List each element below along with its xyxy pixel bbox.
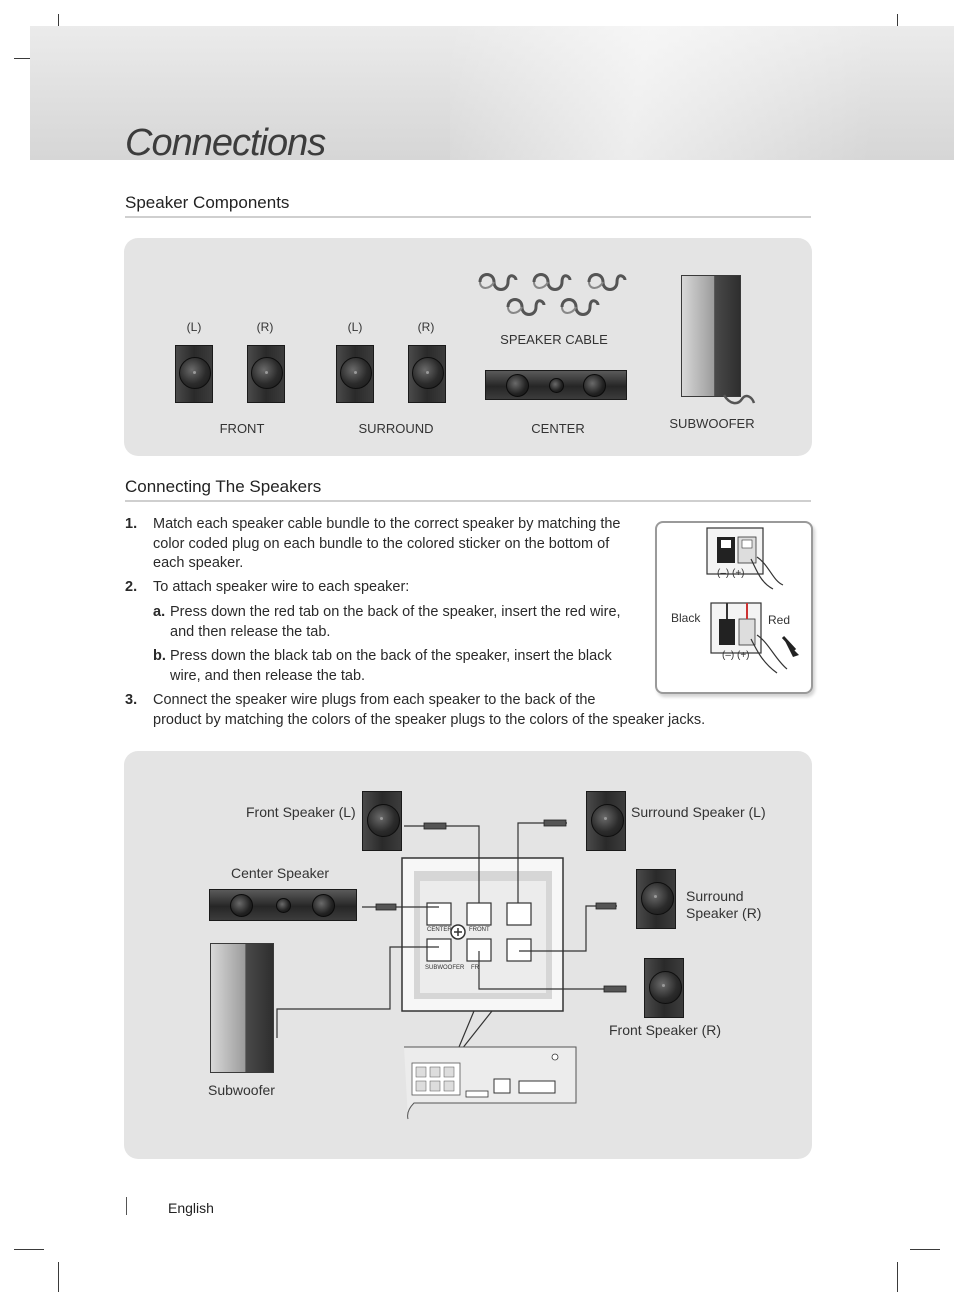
step-text: To attach speaker wire to each speaker: [153, 579, 410, 595]
jack-front-r-label: FR [471, 965, 479, 971]
terminal-top-polarity: (–) (+) [717, 568, 745, 579]
speaker-cable-icon [532, 273, 572, 291]
section-heading-components: Speaker Components [125, 193, 290, 212]
front-right-speaker-label: Front Speaker (R) [609, 1022, 722, 1038]
surround-left-tag: (L) [347, 320, 363, 334]
center-speaker-label: Center Speaker [231, 865, 330, 881]
header-band [30, 26, 954, 160]
red-wire-label: Red [768, 613, 791, 627]
substep-letter: a. [153, 604, 166, 620]
surround-label: SURROUND [358, 421, 434, 436]
wiring-lines [276, 819, 627, 1120]
step-line: color coded plug on each bundle to the c… [153, 535, 610, 552]
step-line: wire, and then release the tab. [170, 667, 366, 684]
front-label: FRONT [219, 421, 265, 436]
surround-right-speaker [636, 869, 676, 929]
section-rule [125, 500, 811, 502]
step-line: Connect the speaker wire plugs from each… [153, 692, 596, 708]
crop-mark [58, 1262, 59, 1292]
subwoofer-cable-icon [722, 394, 756, 405]
center-woofer-left [230, 894, 253, 917]
crop-mark [910, 1249, 940, 1250]
section-heading-connecting: Connecting The Speakers [125, 477, 322, 496]
step-number: 1. [125, 516, 138, 532]
step-line: Press down the black tab on the back of … [170, 648, 612, 664]
step-number: 2. [125, 579, 138, 595]
step-line: and then release the tab. [170, 623, 331, 640]
section-rule [125, 216, 811, 218]
terminal-illustration [706, 527, 799, 674]
center-speaker [485, 370, 627, 400]
substep-letter: b. [153, 648, 166, 664]
front-left-speaker [175, 345, 213, 403]
speaker-cable-icon [506, 298, 546, 316]
step-number: 3. [125, 692, 138, 708]
front-right-speaker [247, 345, 285, 403]
jack-front-label: FRONT [469, 927, 490, 933]
subwoofer-label: Subwoofer [208, 1082, 275, 1098]
step-line: product by matching the colors of the sp… [153, 711, 706, 728]
surround-left-speaker [336, 345, 374, 403]
terminal-bottom-polarity: (–) (+) [722, 650, 750, 661]
step-line: each speaker. [153, 555, 244, 571]
center-label: CENTER [531, 421, 585, 436]
surround-right-tag: (R) [417, 320, 435, 334]
front-right-tag: (R) [256, 320, 274, 334]
surround-left-speaker-label: Surround Speaker (L) [631, 804, 766, 820]
subwoofer-unit [681, 275, 741, 397]
black-wire-label: Black [671, 611, 701, 625]
terminal-inset: (–) (+) Black Red (–) (+) [655, 521, 813, 694]
step-line: Press down the red tab on the back of th… [170, 604, 621, 620]
center-tweeter [549, 378, 564, 393]
step-text: Match each speaker cable bundle to the c… [153, 515, 621, 574]
substep-text: Press down the red tab on the back of th… [170, 603, 621, 642]
crop-mark [897, 1262, 898, 1292]
front-left-speaker-label: Front Speaker (L) [246, 804, 356, 820]
footer-divider [126, 1197, 127, 1215]
surround-left-speaker [586, 791, 626, 851]
jack-subwoofer-label: SUBWOOFER [425, 965, 465, 971]
wiring-panel: CENTER FRONT SUBWOOFER FR Front Speaker … [124, 751, 812, 1159]
crop-mark [14, 58, 44, 59]
surround-right-speaker [408, 345, 446, 403]
step-text: Connect the speaker wire plugs from each… [153, 691, 705, 730]
center-speaker [209, 889, 357, 921]
speaker-cable-label: SPEAKER CABLE [500, 332, 608, 347]
subwoofer-label: SUBWOOFER [669, 416, 755, 431]
step-line: Match each speaker cable bundle to the c… [153, 516, 621, 532]
front-left-speaker [362, 791, 402, 851]
center-woofer-right [583, 374, 606, 397]
subwoofer-unit [210, 943, 274, 1073]
speaker-cable-icon [587, 273, 627, 291]
speaker-cable-icon [478, 273, 518, 291]
center-woofer-right [312, 894, 335, 917]
footer-language: English [168, 1200, 214, 1216]
components-panel: (L) (R) FRONT (L) (R) SURROUND SPEAKER C… [124, 238, 812, 456]
page-title: Connections [125, 122, 326, 164]
speaker-cable-icon [560, 298, 600, 316]
center-woofer-left [506, 374, 529, 397]
substep-text: Press down the black tab on the back of … [170, 647, 612, 686]
crop-mark [14, 1249, 44, 1250]
jack-center-label: CENTER [427, 927, 452, 933]
surround-right-label-line1: Surround [686, 888, 744, 904]
center-tweeter [276, 898, 291, 913]
front-right-speaker [644, 958, 684, 1018]
front-left-tag: (L) [186, 320, 202, 334]
surround-right-label-line2: Speaker (R) [686, 905, 762, 921]
